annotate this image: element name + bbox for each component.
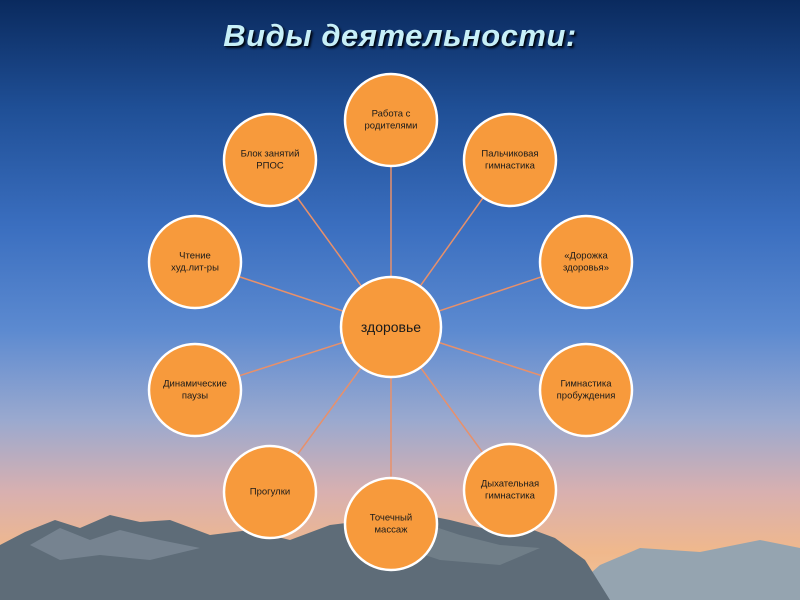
node-label-line: Гимнастика <box>560 379 612 390</box>
mountain-ridge-highlight <box>30 528 200 560</box>
slide-title: Виды деятельности: <box>223 18 577 53</box>
node-label-line: Дыхательная <box>481 479 539 490</box>
node-label-line: паузы <box>182 391 208 402</box>
node-progulki: Прогулки <box>222 444 318 540</box>
node-label-line: Работа с <box>372 109 411 120</box>
node-label-line: пробуждения <box>557 391 616 402</box>
connectors <box>238 166 543 478</box>
node-circle <box>222 112 318 208</box>
node-label-line: здоровья» <box>563 263 609 274</box>
node-label-line: Динамические <box>163 379 227 390</box>
node-label-line: Точечный <box>370 513 412 524</box>
mountain-background <box>0 512 800 600</box>
center-node: здоровье <box>339 275 443 379</box>
node-label-line: массаж <box>375 525 409 536</box>
node-label-line: худ.лит-ры <box>171 263 219 274</box>
node-label-line: РПОС <box>256 161 284 172</box>
node-circle <box>343 476 439 572</box>
connector-dorozhka-zdorovya <box>438 275 543 312</box>
connector-chtenie-hud-lit <box>238 275 344 312</box>
center-circle <box>339 275 443 379</box>
node-label-line: «Дорожка <box>564 251 608 262</box>
node-circle <box>462 442 558 538</box>
connector-palchikovaya-gimnastika <box>419 197 484 287</box>
node-label-line: гимнастика <box>485 491 536 502</box>
connector-blok-zanyatiy-rpos <box>296 196 363 287</box>
node-circle <box>222 444 318 540</box>
node-circle <box>462 112 558 208</box>
connector-dykhatelnaya-gimnastika <box>419 366 484 454</box>
node-label-line: здоровье <box>361 319 421 335</box>
nodes: Работа сродителямиПальчиковаягимнастика«… <box>147 72 634 572</box>
connector-progulki <box>296 366 363 456</box>
node-label-line: Чтение <box>179 251 211 262</box>
node-label-line: Блок занятий <box>241 149 300 160</box>
node-circle <box>538 214 634 310</box>
connector-dinamicheskie-pauzy <box>238 341 344 377</box>
mountain-far <box>560 540 800 600</box>
node-circle <box>147 214 243 310</box>
node-label-line: Прогулки <box>250 487 290 498</box>
connector-gimnastika-probuzhdeniya <box>438 341 543 377</box>
mountain-near <box>0 512 610 600</box>
node-circle <box>147 342 243 438</box>
node-label-line: Пальчиковая <box>481 149 538 160</box>
node-circle <box>538 342 634 438</box>
node-label-line: родителями <box>365 121 418 132</box>
node-label-line: гимнастика <box>485 161 536 172</box>
node-circle <box>343 72 439 168</box>
